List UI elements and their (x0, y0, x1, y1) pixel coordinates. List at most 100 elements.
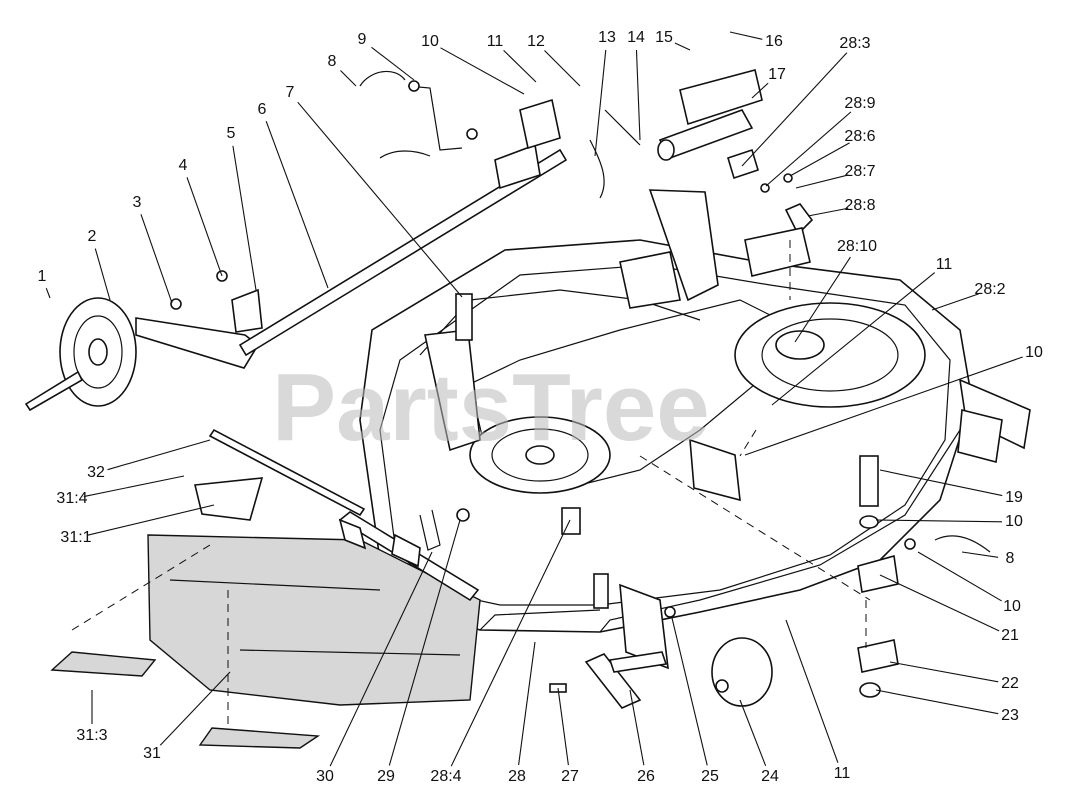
callout-label-c10: 10 (421, 33, 439, 50)
deck-baffle (147, 477, 481, 706)
callout-label-c26: 26 (637, 768, 655, 785)
callout-leader-c19 (879, 469, 1003, 497)
grease-fittings (727, 148, 814, 236)
callout-label-c22: 22 (1001, 675, 1019, 692)
callout-leader-c22 (889, 661, 999, 683)
callout-label-c31: 31 (143, 745, 161, 762)
callout-leader-c28-4 (450, 519, 571, 767)
callout-label-c2: 2 (88, 228, 97, 245)
callout-label-c28: 28 (508, 768, 526, 785)
callout-label-c7: 7 (286, 84, 295, 101)
callout-label-c28-4: 28:4 (430, 768, 461, 785)
lift-bracket (519, 98, 641, 199)
callout-leader-c11b (771, 272, 936, 406)
callout-label-c12: 12 (527, 33, 545, 50)
callout-leader-c31-4 (83, 475, 185, 498)
callout-leader-c28-10 (794, 256, 851, 343)
callout-leader-c28-3 (741, 52, 848, 167)
callout-leader-c28-7 (795, 174, 849, 189)
callout-label-c27: 27 (561, 768, 579, 785)
callout-label-c1: 1 (38, 268, 47, 285)
callout-leader-c4 (186, 177, 223, 277)
callout-leader-c24 (739, 699, 767, 767)
callout-leader-c10 (440, 47, 525, 95)
callout-leader-c10b (744, 356, 1023, 456)
callout-label-c30: 30 (316, 768, 334, 785)
lift-rod (359, 70, 478, 159)
callout-leader-c13 (594, 49, 607, 157)
callout-leader-c16 (729, 31, 763, 40)
callout-label-c11c: 11 (834, 765, 851, 782)
callout-leader-c11 (503, 49, 537, 83)
callout-label-c6: 6 (258, 101, 267, 118)
callout-label-c9: 9 (358, 31, 367, 48)
callout-label-c15: 15 (655, 29, 673, 46)
alignment-lines (71, 240, 871, 730)
watermark-text: PartsTree (272, 354, 710, 461)
callout-label-c29: 29 (377, 768, 395, 785)
callout-leader-c27 (557, 687, 569, 766)
callout-leader-c14 (635, 49, 641, 141)
callout-leader-c28 (518, 641, 536, 766)
callout-leader-c30 (329, 551, 433, 767)
wheel-bolt (24, 370, 84, 412)
callout-label-c8: 8 (328, 53, 337, 70)
callout-leader-c12 (544, 50, 581, 87)
callout-leaders (45, 31, 1023, 767)
callout-label-c3: 3 (133, 194, 142, 211)
mount-bracket (657, 69, 763, 161)
adjust-links (857, 455, 991, 698)
callout-leader-c28-8 (807, 207, 849, 217)
callout-label-c11b: 11 (936, 256, 953, 273)
callout-leader-c3 (140, 214, 173, 304)
callout-leader-c31 (159, 671, 231, 746)
callout-leader-c28-2 (931, 293, 979, 311)
idler-arm (619, 189, 811, 309)
callout-label-c31-1: 31:1 (60, 529, 91, 546)
callout-leader-c25 (671, 617, 708, 766)
baffle-bracket-left (50, 651, 157, 677)
callout-label-c14: 14 (627, 29, 645, 46)
callout-label-c24: 24 (761, 768, 779, 785)
callout-label-c19: 19 (1005, 489, 1023, 506)
callout-leader-c5 (232, 145, 257, 291)
callout-label-c31-4: 31:4 (56, 490, 87, 507)
callout-leader-c8b (961, 551, 999, 558)
callout-leader-c31-1 (87, 504, 215, 536)
callout-label-c28-6: 28:6 (844, 128, 875, 145)
ball-knob (711, 637, 773, 707)
front-support (424, 293, 481, 522)
spindle-pulley-right (734, 302, 926, 408)
callout-label-c10b: 10 (1025, 344, 1043, 361)
callout-leader-c11c (785, 619, 839, 763)
callout-leader-c7 (297, 101, 463, 298)
callout-label-c28-7: 28:7 (844, 163, 875, 180)
callout-leader-c28-6 (789, 142, 850, 177)
baffle-bracket-right (198, 727, 321, 749)
spindle-pulley-left (469, 416, 611, 494)
callout-leader-c17 (751, 82, 769, 99)
height-adjust-shaft (238, 143, 568, 357)
baffle-plate (194, 477, 264, 521)
callout-label-c4: 4 (179, 157, 188, 174)
callout-label-c28-8: 28:8 (844, 197, 875, 214)
callout-label-c8b: 8 (1006, 550, 1015, 567)
callout-leader-c32 (107, 439, 211, 471)
callout-leader-c26 (629, 689, 645, 766)
callout-label-c5: 5 (227, 125, 236, 142)
callout-leader-c2 (94, 248, 111, 301)
callout-leader-c10c (875, 519, 1003, 523)
callout-label-c31-3: 31:3 (76, 727, 107, 744)
callout-leader-c8 (340, 70, 357, 87)
callout-label-c13: 13 (598, 29, 616, 46)
rear-side-brackets (689, 378, 1031, 502)
callout-leader-c10d (917, 551, 1002, 602)
callout-leader-c21 (879, 574, 1000, 632)
callout-label-c16: 16 (765, 33, 783, 50)
callout-leader-c28-9 (765, 111, 852, 187)
callout-label-c10c: 10 (1005, 513, 1023, 530)
callout-leader-c6 (265, 121, 329, 289)
callout-leader-c1 (45, 288, 51, 299)
